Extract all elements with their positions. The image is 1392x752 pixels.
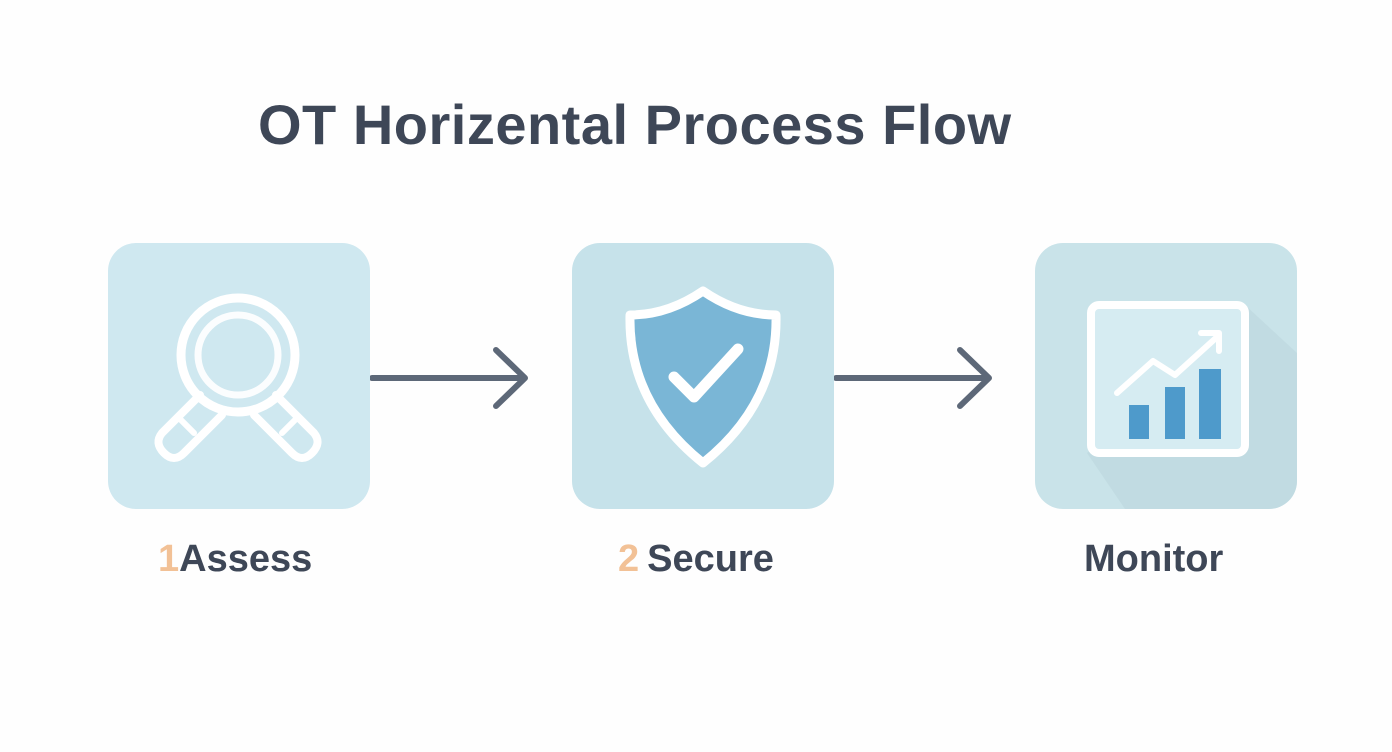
step-monitor-box xyxy=(1035,243,1297,509)
shield-check-icon xyxy=(625,286,781,468)
step-label-text-1: Assess xyxy=(179,538,313,580)
magnifier-icon xyxy=(154,293,322,462)
growth-chart-icon xyxy=(1087,301,1297,509)
flow-arrow-1 xyxy=(370,347,528,409)
diagram-title: OT Horizental Process Flow xyxy=(258,93,1012,156)
step-number-1: 1 xyxy=(158,538,180,580)
step-number-2: 2 xyxy=(618,538,640,580)
flow-arrow-2 xyxy=(834,347,992,409)
step-label-monitor: Monitor xyxy=(1084,538,1223,581)
step-assess-box xyxy=(108,243,370,509)
step-secure-box xyxy=(572,243,834,509)
step-label-assess: 1Assess xyxy=(158,538,312,581)
step-label-text-3: Monitor xyxy=(1084,538,1224,580)
step-label-text-2: Secure xyxy=(647,538,774,580)
